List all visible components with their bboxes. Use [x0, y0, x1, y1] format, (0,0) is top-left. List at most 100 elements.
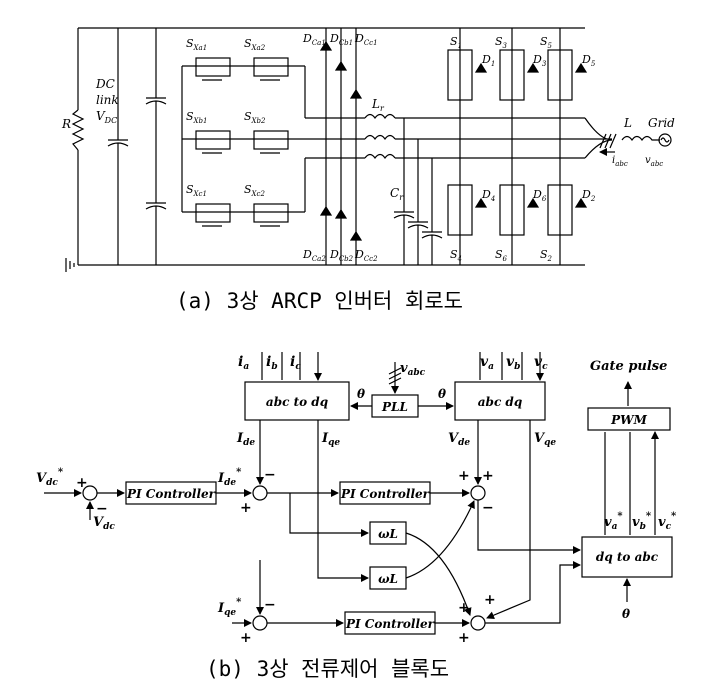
label-aux-switch-Xb1: SXb1 — [186, 110, 207, 125]
label-vref-b: vb* — [632, 511, 652, 532]
label-omegaL-1: ωL — [378, 527, 398, 541]
label-vref-c: vc* — [658, 511, 677, 532]
label-link: link — [96, 93, 119, 107]
label-Cr: Cr — [390, 186, 404, 202]
label-Vqe: Vqe — [534, 431, 556, 448]
inductor-Lr — [364, 113, 396, 160]
main-switch-devices — [447, 49, 573, 236]
label-input-ic: ic — [290, 354, 301, 372]
label-main-D5: D5 — [581, 53, 596, 68]
grid-source-icon — [658, 133, 672, 147]
label-Iqe: Iqe — [321, 431, 340, 448]
sign-plus-vdc: + — [76, 475, 88, 491]
label-main-D6: D6 — [532, 188, 547, 203]
label-abc-to-dq: abc to dq — [266, 395, 328, 409]
main-diodes — [474, 62, 588, 208]
label-aux-switch-Xc2: SXc2 — [244, 183, 265, 198]
label-input-ib: ib — [266, 354, 278, 372]
ground-icon — [65, 258, 75, 272]
sign-minus-vd: − — [482, 500, 494, 516]
block-abc-dq — [454, 381, 546, 421]
label-L: L — [623, 116, 632, 130]
label-dc: DC — [95, 77, 115, 91]
caption-b: (b) 3상 전류제어 블록도 — [206, 657, 450, 681]
label-main-S4: S4 — [450, 248, 462, 263]
circuit-diagram — [65, 27, 672, 272]
label-grid: Grid — [648, 116, 675, 130]
label-Vde: Vde — [448, 431, 470, 448]
label-abc-dq: abc dq — [478, 395, 522, 409]
label-Iqe-ref: Iqe* — [217, 597, 242, 618]
summer-vd — [470, 485, 486, 501]
label-pi-3: PI Controller — [345, 617, 436, 631]
label-main-D2: D2 — [581, 188, 596, 203]
label-clamp-Ca1: DCa1 — [302, 32, 326, 47]
label-input-vc: vc — [534, 354, 548, 372]
label-Ide-ref: Ide* — [217, 467, 242, 488]
phase-lines — [395, 117, 585, 159]
label-clamp-Cc1: DCc1 — [354, 32, 378, 47]
sign-plus-vd-1: + — [458, 468, 470, 484]
label-vabc-ctrl: vabc — [400, 361, 426, 378]
label-dq-to-abc: dq to abc — [596, 550, 659, 564]
label-main-D3: D3 — [532, 53, 547, 68]
output-cable — [584, 117, 617, 159]
label-main-D4: D4 — [481, 188, 495, 203]
label-main-S1: S1 — [450, 35, 462, 50]
label-aux-switch-Xa1: SXa1 — [186, 37, 207, 52]
label-vdc: VDC — [96, 109, 117, 125]
sign-minus-iq: − — [264, 597, 276, 613]
label-aux-switch-Xb2: SXb2 — [244, 110, 266, 125]
sign-plus-vq-3: + — [458, 630, 470, 646]
label-pi-2: PI Controller — [340, 487, 431, 501]
sign-minus-id: − — [264, 467, 276, 483]
label-aux-switch-Xc1: SXc1 — [186, 183, 207, 198]
label-theta-2: θ — [438, 387, 446, 401]
dclink-capacitor — [107, 28, 129, 265]
label-theta-1: θ — [357, 387, 365, 401]
control-diagram — [44, 352, 673, 635]
label-pll: PLL — [381, 400, 408, 414]
aux-bridges — [181, 65, 305, 213]
label-vref-a: va* — [604, 511, 623, 532]
label-main-D1: D1 — [481, 53, 495, 68]
label-omegaL-2: ωL — [378, 572, 398, 586]
label-pwm: PWM — [610, 413, 648, 427]
label-input-vb: vb — [506, 354, 520, 372]
label-R: R — [61, 117, 71, 131]
label-gate-pulse: Gate pulse — [590, 359, 667, 374]
label-Ide: Ide — [236, 431, 255, 448]
block-abc-to-dq — [244, 381, 350, 421]
label-main-S5: S5 — [540, 35, 553, 50]
label-pi-1: PI Controller — [126, 487, 217, 501]
label-clamp-Cb2: DCb2 — [329, 248, 354, 263]
label-iabc: iabc — [612, 155, 628, 168]
label-theta-3: θ — [622, 607, 630, 621]
label-input-va: va — [480, 354, 494, 372]
block-dq-to-abc — [581, 536, 673, 578]
label-clamp-Cc2: DCc2 — [354, 248, 378, 263]
label-input-ia: ia — [238, 354, 249, 372]
aux-switch-devices — [195, 57, 289, 227]
block-pwm — [587, 407, 671, 431]
label-main-S2: S2 — [540, 248, 553, 263]
clamp-diodes — [319, 40, 363, 241]
inductor-L — [621, 135, 660, 142]
resistor-R — [71, 109, 85, 151]
aux-to-resonant — [304, 66, 365, 212]
capacitor-Cr — [393, 118, 443, 265]
label-vabc-grid: vabc — [645, 155, 663, 168]
summer-iq — [252, 615, 268, 631]
label-clamp-Cb1: DCb1 — [329, 32, 353, 47]
label-Vdc: Vdc — [93, 515, 115, 532]
summer-vq — [470, 615, 486, 631]
snubber-caps — [145, 28, 167, 265]
sign-plus-vq-2: + — [484, 592, 496, 608]
summer-id — [252, 485, 268, 501]
label-Lr: Lr — [371, 97, 385, 113]
label-clamp-Ca2: DCa2 — [302, 248, 326, 263]
label-aux-switch-Xa2: SXa2 — [244, 37, 266, 52]
